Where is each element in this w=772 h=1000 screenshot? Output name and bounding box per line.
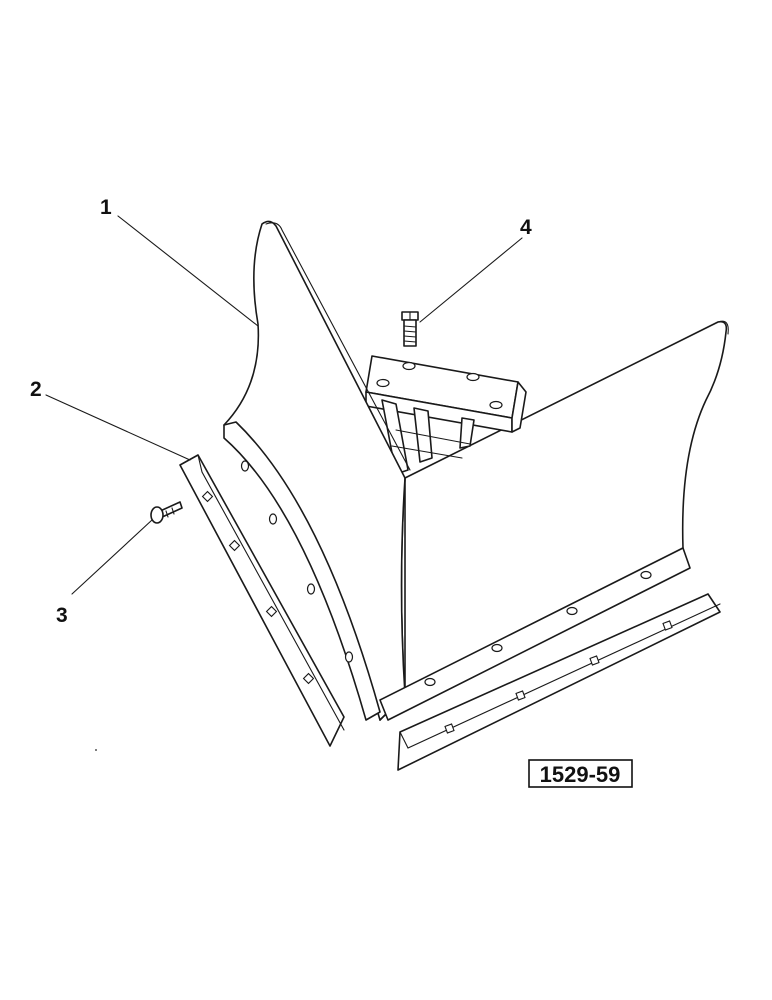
strip-hole: [491, 643, 503, 653]
bracket-hole: [489, 400, 503, 410]
strip-hole: [344, 651, 354, 663]
square-bolt-hole: [228, 539, 241, 552]
square-bolt-hole: [302, 672, 315, 685]
strip-hole: [566, 606, 578, 616]
strip-hole: [268, 513, 278, 525]
left-blade-mounting-strip: [223, 421, 381, 721]
callout-2: 2: [30, 378, 42, 401]
callout-3: 3: [56, 604, 68, 627]
leader-line-3: [71, 519, 153, 595]
left-cutting-edge: [179, 454, 345, 747]
square-bolt-hole: [589, 655, 600, 666]
square-bolt-hole: [444, 723, 455, 734]
mounting-bracket: [365, 355, 527, 475]
hex-bolt: [401, 311, 419, 347]
plow-bolt: [150, 501, 183, 524]
leader-line-4: [419, 237, 523, 323]
bracket-hole: [466, 372, 480, 382]
square-bolt-hole: [265, 605, 278, 618]
square-bolt-hole: [201, 490, 214, 503]
leader-line-2: [45, 394, 191, 461]
callout-1: 1: [100, 196, 112, 219]
square-bolt-hole: [662, 620, 673, 631]
bracket-hole: [402, 361, 416, 371]
figure-reference-number: 1529-59: [540, 762, 621, 787]
right-cutting-edge: [397, 593, 721, 771]
square-bolt-hole: [515, 690, 526, 701]
bracket-hole: [376, 378, 390, 388]
strip-hole: [240, 460, 250, 472]
strip-hole: [640, 570, 652, 580]
right-blade-mounting-strip: [379, 547, 691, 721]
leader-line-1: [117, 215, 259, 327]
left-moldboard-wing: [223, 220, 411, 721]
figure-reference-box: 1529-59: [528, 759, 633, 788]
strip-hole: [306, 583, 316, 595]
strip-hole: [424, 677, 436, 687]
callout-4: 4: [520, 216, 532, 239]
